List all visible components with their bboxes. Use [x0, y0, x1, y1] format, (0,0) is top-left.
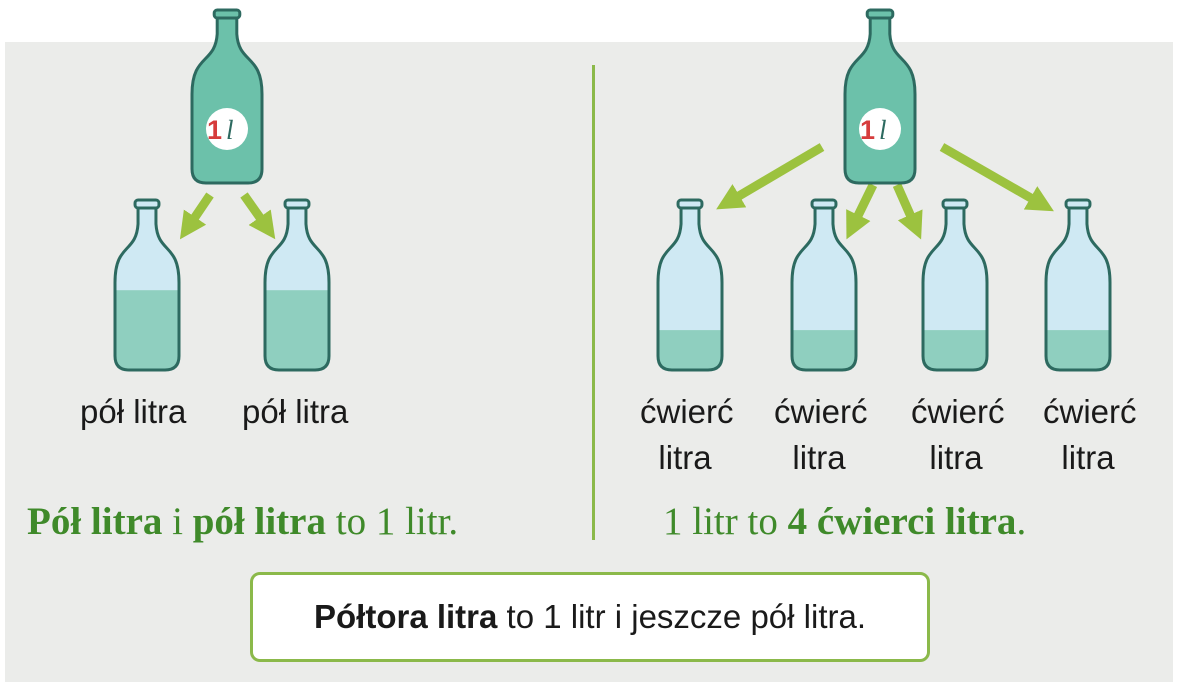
quarter-label-line1: ćwierć — [774, 393, 868, 430]
svg-text:1: 1 — [860, 115, 875, 145]
arrow — [179, 192, 214, 240]
quarter-label-line1: ćwierć — [1043, 393, 1137, 430]
full-bottle-left — [190, 8, 264, 185]
sentence-bold-1: 4 ćwierci litra — [787, 500, 1017, 543]
quarter-liter-label-1: ćwierć litra — [640, 392, 734, 478]
quarter-label-line2: litra — [792, 439, 846, 476]
half-bottle — [263, 198, 331, 372]
summary-text: to 1 litr i jeszcze pół litra. — [497, 598, 866, 635]
arrow — [716, 143, 825, 210]
sentence-bold-1: Pół litra — [27, 500, 163, 543]
sentence-text-2: to 1 litr. — [325, 500, 459, 543]
quarter-bottle — [790, 198, 858, 372]
half-liter-sentence: Pół litra i pół litra to 1 litr. — [27, 498, 458, 546]
quarter-label-line2: litra — [1061, 439, 1115, 476]
quarter-liter-label-4: ćwierć litra — [1043, 392, 1137, 478]
arrow — [892, 183, 923, 240]
water-level — [658, 330, 722, 370]
summary-box: Półtora litra to 1 litr i jeszcze pół li… — [250, 572, 930, 662]
sentence-text-1: 1 litr to — [663, 500, 788, 543]
summary-bold: Półtora litra — [314, 598, 498, 635]
quarter-liter-label-2: ćwierć litra — [774, 392, 868, 478]
quarter-label-line1: ćwierć — [640, 393, 734, 430]
half-bottle — [113, 198, 181, 372]
quarter-liter-sentence: 1 litr to 4 ćwierci litra. — [663, 498, 1026, 546]
svg-text:l: l — [226, 115, 234, 145]
quarter-bottle — [921, 198, 989, 372]
arrow — [846, 183, 878, 240]
half-liter-label-1: pół litra — [80, 393, 187, 430]
arrow — [240, 192, 276, 240]
svg-text:l: l — [879, 115, 887, 145]
quarter-bottle — [656, 198, 724, 372]
svg-text:1: 1 — [207, 115, 222, 145]
water-level — [265, 290, 329, 370]
sentence-bold-2: pół litra — [192, 500, 326, 543]
full-bottle-right — [843, 8, 917, 185]
sentence-text-1: i — [162, 500, 193, 543]
quarter-label-line2: litra — [658, 439, 712, 476]
quarter-liter-label-3: ćwierć litra — [911, 392, 1005, 478]
quarter-label-line2: litra — [929, 439, 983, 476]
section-divider — [592, 65, 595, 540]
water-level — [1046, 330, 1110, 370]
sentence-text-2: . — [1016, 500, 1027, 543]
arrow — [939, 143, 1054, 212]
quarter-bottle — [1044, 198, 1112, 372]
half-liter-label-2: pół litra — [242, 393, 349, 430]
water-level — [792, 330, 856, 370]
water-level — [923, 330, 987, 370]
water-level — [115, 290, 179, 370]
quarter-label-line1: ćwierć — [911, 393, 1005, 430]
